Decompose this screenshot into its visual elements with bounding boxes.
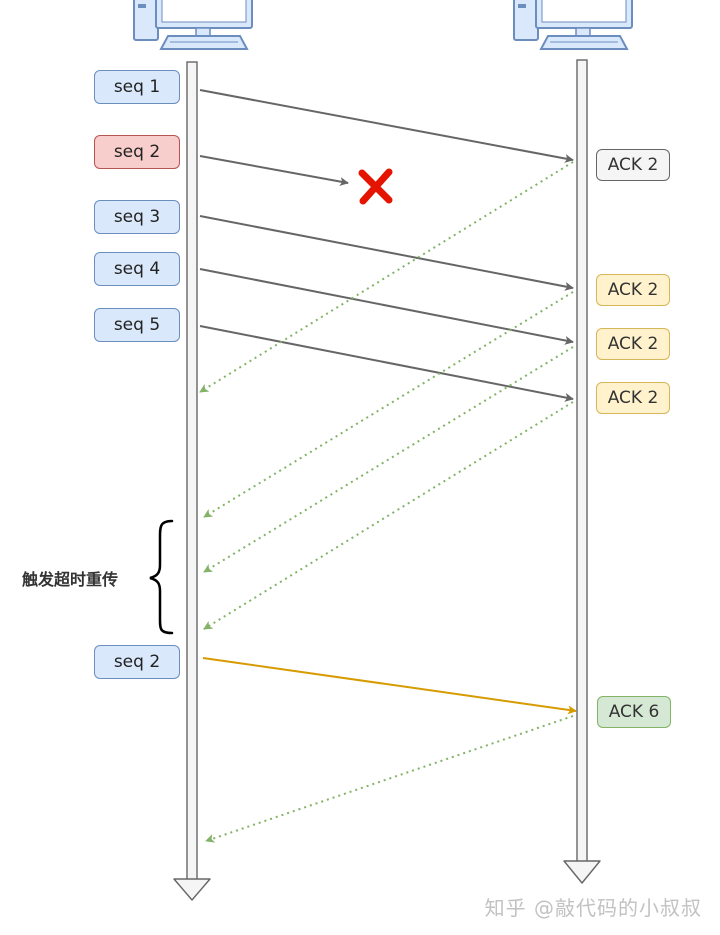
ack-arrow [203,346,574,573]
ack-arrow [205,715,574,843]
segment-arrow [199,215,574,291]
ack-6-box: ACK 6 [597,696,671,728]
segment-arrow-lost [199,155,349,186]
brace [149,519,174,635]
ack-arrow [199,161,574,393]
ack-arrow [203,401,574,630]
ack-box-duplicate: ACK 2 [596,274,670,306]
cross-icon [358,168,393,205]
retransmit-arrow [202,657,577,715]
watermark: 知乎 @敲代码的小叔叔 [484,896,702,920]
timeout-trigger-label: 触发超时重传 [22,570,119,589]
receiver-timeline [563,59,601,884]
ack-box-duplicate: ACK 2 [596,382,670,414]
seq-2-retransmit-box: seq 2 [94,645,180,679]
ack-box-duplicate: ACK 2 [596,328,670,360]
seq-2-box-lost: seq 2 [94,135,180,169]
sender-timeline [173,61,211,901]
segment-arrow [199,268,574,345]
segment-arrow [199,325,574,402]
ack-box: ACK 2 [596,149,670,181]
seq-1-box: seq 1 [94,70,180,104]
seq-5-box: seq 5 [94,308,180,342]
segment-arrow [199,89,574,163]
seq-3-box: seq 3 [94,200,180,234]
computer-icon [133,0,253,50]
ack-arrow [203,291,574,518]
seq-4-box: seq 4 [94,252,180,286]
computer-icon [513,0,633,50]
